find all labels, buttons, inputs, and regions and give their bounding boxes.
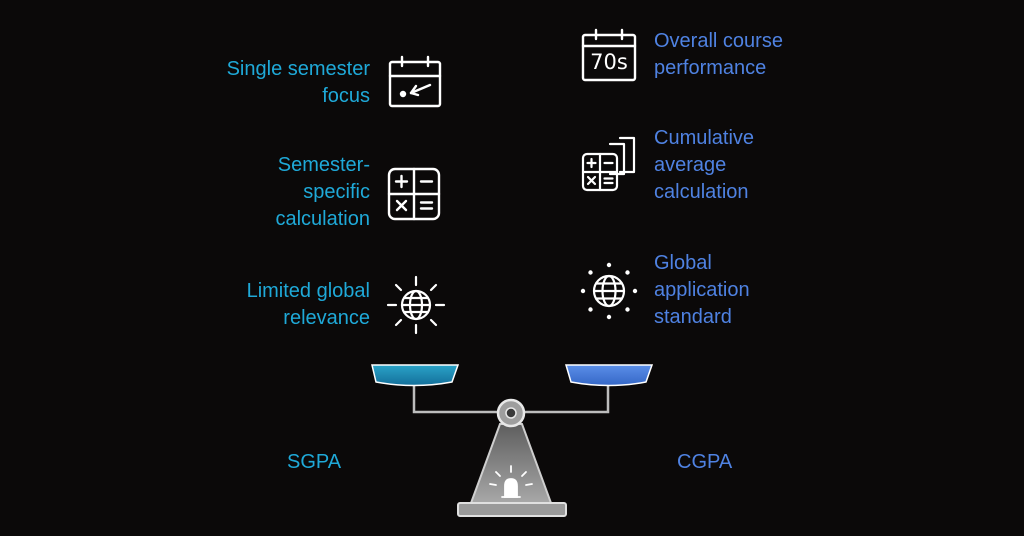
- globe-icon: [386, 275, 446, 335]
- sgpa-label: SGPA: [287, 451, 342, 473]
- sgpa-feature-single-semester: Single semester focus: [226, 58, 370, 107]
- sgpa-pan: [371, 364, 460, 387]
- lightbulb-icon: [489, 465, 533, 498]
- sgpa-feature-semester-specific: Semester- specific calculation: [275, 154, 370, 230]
- cgpa-feature-cumulative-average: Cumulative average calculation: [654, 127, 755, 203]
- cgpa-label: CGPA: [677, 451, 733, 473]
- calculator-documents-icon: [581, 136, 636, 192]
- scale-base: [457, 502, 567, 517]
- calculator-icon: [387, 167, 441, 221]
- globe-dotted-icon: [580, 262, 638, 320]
- calendar-70s-icon: 70s: [580, 28, 638, 84]
- cgpa-feature-overall-course: Overall course performance: [654, 30, 783, 79]
- calendar-70s-text: 70s: [590, 50, 628, 74]
- cgpa-feature-global-application: Global application standard: [654, 252, 750, 328]
- calendar-pointer-icon: [388, 55, 442, 108]
- sgpa-feature-limited-global: Limited global relevance: [246, 280, 370, 329]
- cgpa-pan: [564, 364, 654, 387]
